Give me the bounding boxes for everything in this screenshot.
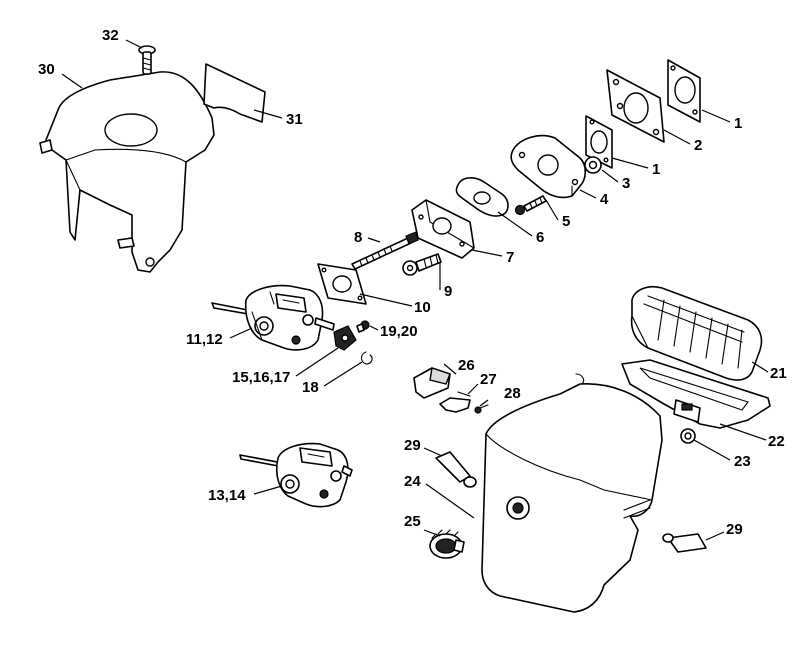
callout-22: 22 xyxy=(768,433,785,450)
part-carburetor-11-12 xyxy=(211,284,335,351)
part-bracket-27 xyxy=(439,391,471,413)
part-spacer-7 xyxy=(411,199,475,259)
part-pin-29-lower xyxy=(662,533,707,553)
part-gasket-1-top xyxy=(667,59,701,123)
leader-lines xyxy=(61,39,769,541)
part-gasket-10 xyxy=(317,263,367,305)
part-clip-18 xyxy=(360,351,373,365)
part-gasket-6 xyxy=(455,177,509,217)
part-screw-5 xyxy=(514,195,547,216)
part-plate-2 xyxy=(606,69,665,143)
callout-31: 31 xyxy=(286,111,303,128)
callout-30: 30 xyxy=(38,61,55,78)
callout-10: 10 xyxy=(414,299,431,316)
part-filter-base-22 xyxy=(621,359,771,429)
part-carburetor-13-14 xyxy=(239,442,353,508)
part-knob-25 xyxy=(429,529,465,559)
callout-labels: 1 2 1 3 4 5 6 7 8 9 10 11,12 19,20 15,16… xyxy=(38,27,787,538)
part-screw-19-20 xyxy=(356,320,370,333)
callout-8: 8 xyxy=(354,229,362,246)
part-screw-32 xyxy=(138,45,156,75)
part-plate-31 xyxy=(203,63,266,123)
callout-21: 21 xyxy=(770,365,787,382)
part-nut-23 xyxy=(680,428,696,444)
callout-4: 4 xyxy=(600,191,609,208)
callout-29-lower: 29 xyxy=(726,521,743,538)
part-bolt-8 xyxy=(351,231,419,270)
callout-9: 9 xyxy=(444,283,452,300)
callout-2: 2 xyxy=(694,137,702,154)
part-screw-28 xyxy=(474,404,489,414)
callout-13-14: 13,14 xyxy=(208,487,246,504)
callout-6: 6 xyxy=(536,229,544,246)
part-pin-29-upper xyxy=(435,451,477,488)
part-nut-3 xyxy=(584,156,602,174)
callout-26: 26 xyxy=(458,357,475,374)
callout-23: 23 xyxy=(734,453,751,470)
part-bolt-9 xyxy=(402,253,442,276)
callout-32: 32 xyxy=(102,27,119,44)
callout-1-lower: 1 xyxy=(652,161,660,178)
callout-28: 28 xyxy=(504,385,521,402)
callout-25: 25 xyxy=(404,513,421,530)
callout-11-12: 11,12 xyxy=(186,331,223,348)
callout-5: 5 xyxy=(562,213,570,230)
part-shroud xyxy=(39,71,215,273)
part-air-filter-21 xyxy=(630,285,763,381)
part-lever-15-16-17 xyxy=(333,325,357,351)
part-flange-4 xyxy=(510,134,587,199)
callout-18: 18 xyxy=(302,379,319,396)
part-gasket-1-lower xyxy=(585,115,613,169)
callout-15-16-17: 15,16,17 xyxy=(232,369,290,386)
callout-19-20: 19,20 xyxy=(380,323,418,340)
callout-24: 24 xyxy=(404,473,421,490)
callout-27: 27 xyxy=(480,371,497,388)
callout-1-top: 1 xyxy=(734,115,742,132)
callout-29-upper: 29 xyxy=(404,437,421,454)
callout-7: 7 xyxy=(506,249,514,266)
part-bracket-26 xyxy=(413,367,451,399)
callout-3: 3 xyxy=(622,175,630,192)
part-cover-24 xyxy=(481,373,663,613)
